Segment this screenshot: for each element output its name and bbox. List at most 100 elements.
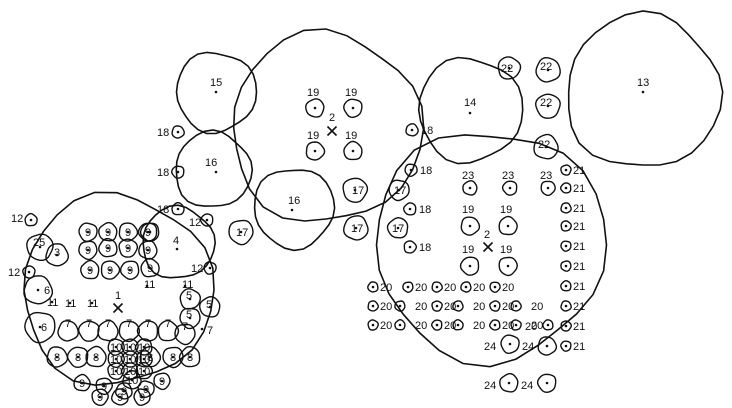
shrub-outline [537, 336, 558, 356]
plant-center-dot [468, 186, 472, 190]
plant-number-label: 9 [97, 392, 103, 404]
shrub-outline [98, 237, 118, 258]
plant-center-dot [188, 355, 192, 359]
plant-number-label: 20 [531, 320, 543, 332]
plant-number-label: 15 [210, 77, 222, 89]
plant-center-dot [514, 304, 518, 308]
plant-center-dot [546, 186, 550, 190]
plant-center-dot [130, 378, 134, 382]
plant-number-label: 20 [415, 301, 427, 313]
shrub-outline [107, 338, 125, 356]
plant-center-dot [126, 230, 130, 234]
shrub-outline [136, 320, 159, 342]
shrub-outline [97, 319, 119, 342]
plant-center-dot [564, 206, 568, 210]
shrub-outline [386, 216, 409, 239]
plant-number-label: 21 [573, 261, 585, 273]
plant-number-label: 10 [126, 375, 138, 387]
plant-number-label: 20 [531, 301, 543, 313]
plant-center-dot [86, 248, 90, 252]
plant-number-label: 4 [173, 235, 179, 247]
shrub-outline [367, 319, 379, 331]
plant-center-dot [468, 111, 472, 115]
shrub-outline [203, 261, 217, 275]
plant-center-dot [493, 285, 497, 289]
plant-number-label: 17 [352, 185, 364, 197]
plant-number-label: 3 [54, 247, 60, 259]
plant-number-label: 7 [105, 318, 111, 330]
plant-number-label: 21 [573, 241, 585, 253]
plant-number-label: 7 [126, 318, 132, 330]
plant-center-dot [396, 226, 400, 230]
plant-number-label: 21 [573, 203, 585, 215]
shrub-outline [66, 346, 89, 369]
plant-number-label: 7 [145, 318, 151, 330]
plant-center-dot [80, 381, 84, 385]
plant-center-dot [545, 381, 549, 385]
plant-number-label: 9 [121, 386, 127, 398]
shrub-outline [402, 281, 414, 294]
canopy-center-cross [482, 241, 494, 253]
plant-center-dot [371, 323, 375, 327]
plant-number-label: 6 [44, 285, 50, 297]
plant-center-dot [188, 297, 192, 301]
plant-number-label: 20 [380, 301, 392, 313]
plant-number-label: 8 [54, 352, 60, 364]
plant-number-label: 9 [79, 378, 85, 390]
shrub-outline [85, 345, 107, 368]
shrub-outline [73, 373, 91, 392]
plant-number-label: 8 [170, 352, 176, 364]
shrub-outline [121, 338, 139, 356]
plant-number-label: 20 [380, 320, 392, 332]
shrub-outline [560, 300, 572, 312]
plant-number-label: 8 [93, 352, 99, 364]
plant-center-dot [371, 285, 375, 289]
shrub-outline [488, 319, 501, 331]
plant-number-label: 21 [573, 341, 585, 353]
plant-center-dot [313, 149, 317, 153]
plant-number-label: 18 [157, 167, 169, 179]
plant-center-dot [142, 369, 146, 373]
plant-number-label: 9 [139, 392, 145, 404]
plant-center-dot [564, 168, 568, 172]
plant-number-label: 11 [65, 298, 76, 310]
shrub-outline [110, 388, 129, 406]
plant-center-dot [175, 247, 179, 251]
shrub-outline [171, 125, 185, 139]
plant-number-label: 9 [107, 265, 113, 277]
plant-center-dot [435, 304, 439, 308]
plant-center-dot [36, 288, 40, 292]
plant-number-label: 19 [462, 244, 474, 256]
plant-number-label: 7 [86, 318, 92, 330]
plant-number-label: 25 [33, 237, 45, 249]
shrub-outline [560, 279, 572, 292]
shrub-outline [394, 300, 406, 312]
plant-center-dot [205, 218, 209, 222]
plant-number-label: 24 [522, 341, 534, 353]
shrub-outline [179, 307, 201, 330]
plant-number-label: 18 [421, 125, 433, 137]
plant-center-dot [435, 285, 439, 289]
plant-number-label: 17 [394, 185, 406, 197]
plant-center-dot [354, 226, 358, 230]
plant-number-label: 9 [85, 245, 91, 257]
plant-center-dot [493, 304, 497, 308]
plant-center-dot [128, 345, 132, 349]
plant-center-dot [86, 230, 90, 234]
plant-center-dot [508, 342, 512, 346]
shrub-outline [560, 220, 572, 232]
shrub-outline [157, 319, 180, 342]
plant-number-label: 20 [415, 282, 427, 294]
shrub-outline [199, 213, 214, 227]
shrub-outline [79, 259, 100, 280]
shrub-outline [560, 240, 572, 252]
plant-center-dot [176, 170, 180, 174]
shrub-outline [46, 346, 69, 368]
plant-center-dot [114, 357, 118, 361]
shrub-outline [343, 98, 363, 119]
shrub-outline [559, 182, 572, 194]
shrub-outline [404, 163, 418, 178]
plant-number-label: 8 [187, 352, 193, 364]
shrub-outline [118, 238, 138, 258]
shrub-outline [343, 140, 363, 161]
